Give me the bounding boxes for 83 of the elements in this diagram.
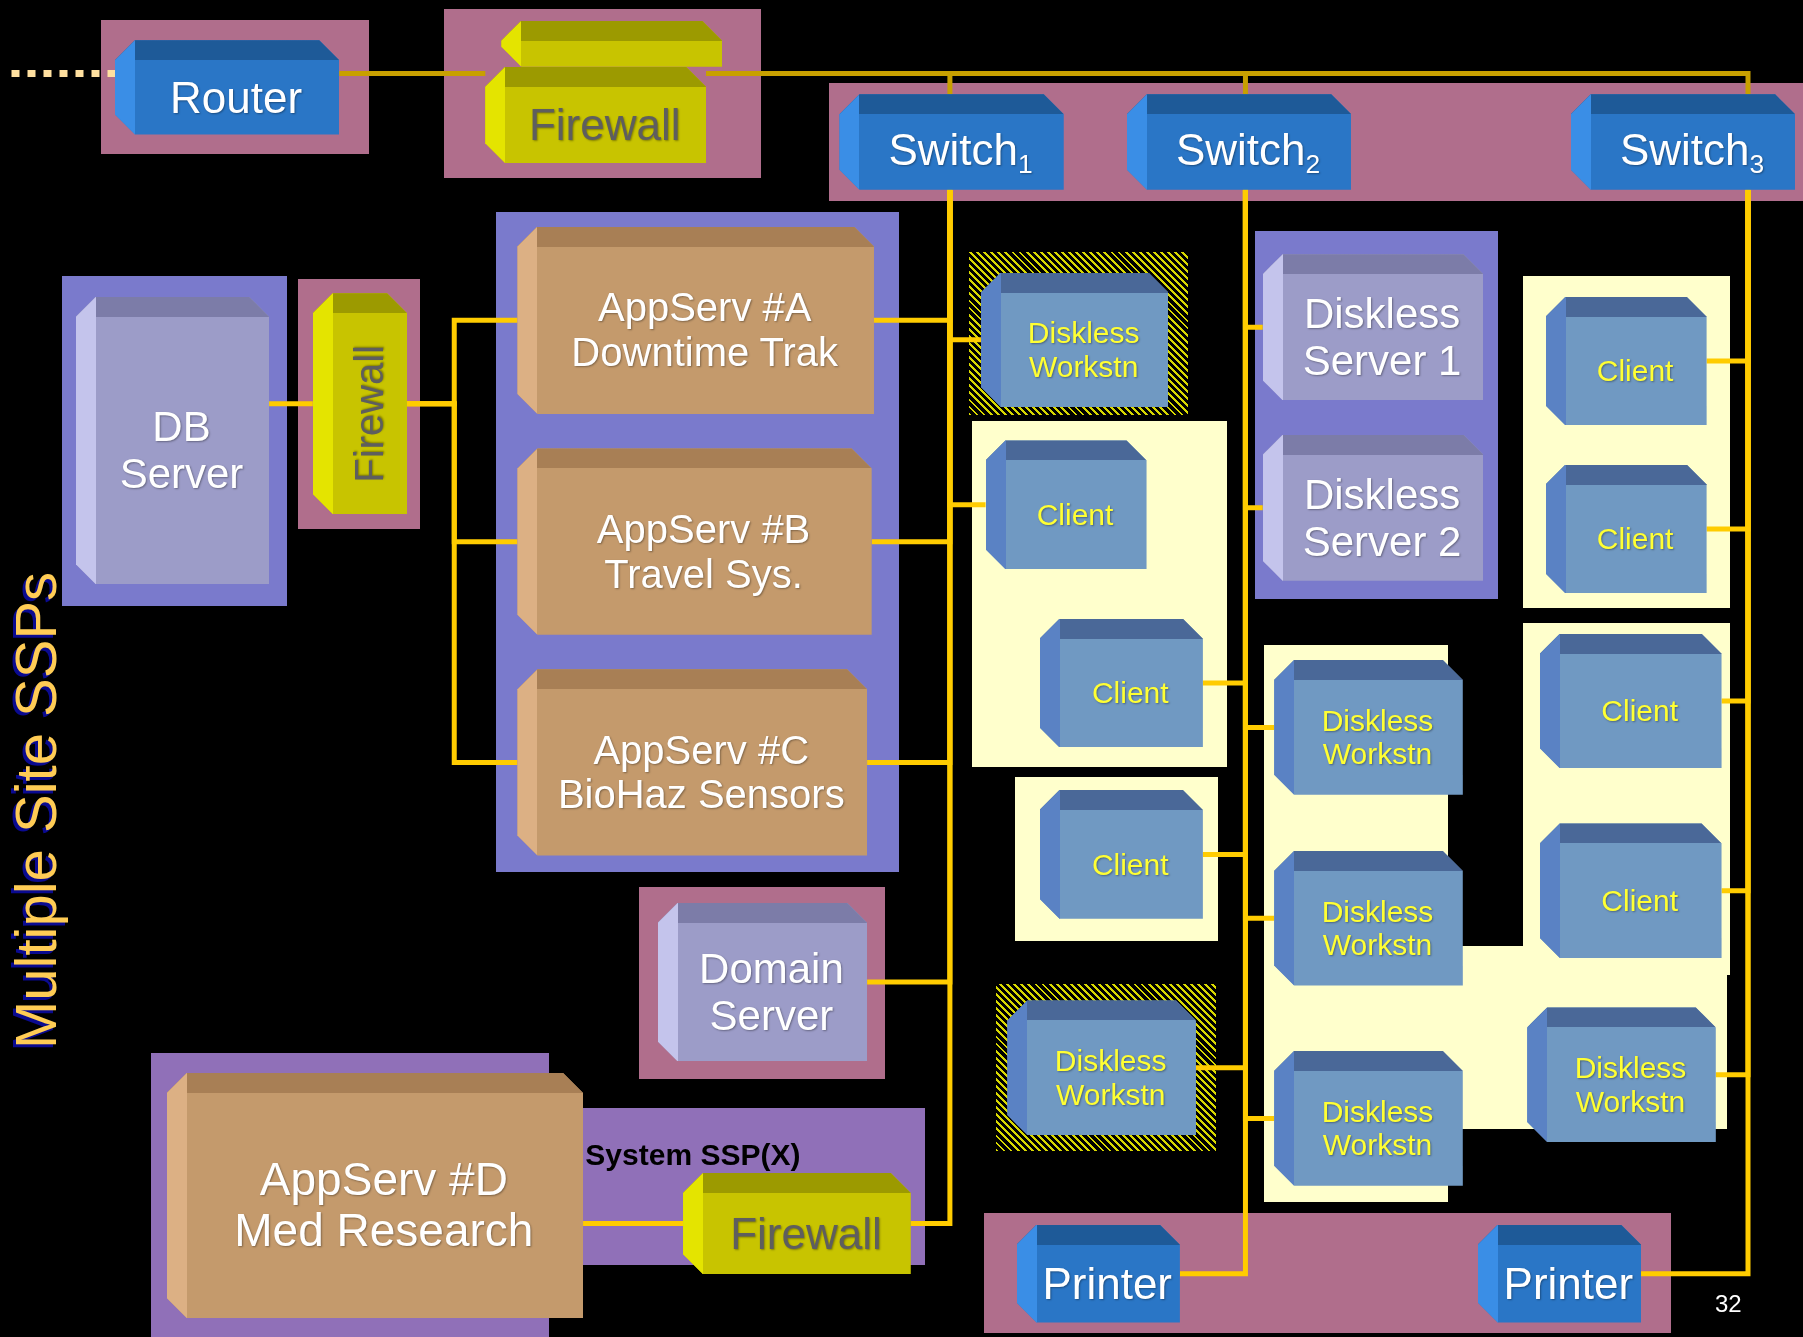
dotted-line: [11, 70, 115, 78]
app-server-box: [517, 448, 872, 635]
client-box: [985, 440, 1147, 570]
box-label: Firewall: [730, 1208, 882, 1259]
printer-box: [1477, 1224, 1642, 1323]
box-label: Diskless Workstn: [1053, 1044, 1168, 1112]
router-box: [115, 40, 340, 135]
connector-line: [269, 401, 313, 407]
hatched-panel: [969, 251, 1188, 416]
firewall-box: [501, 20, 723, 67]
box-label: Firewall: [528, 100, 681, 150]
server-box: [657, 902, 868, 1062]
page-number: 32: [1715, 1290, 1742, 1318]
box-label: AppServ #B Travel Sys.: [595, 506, 812, 597]
server-box: [75, 296, 270, 585]
box-label: AppServ #C BioHaz Sensors: [556, 727, 846, 818]
l-shaped-panel: [150, 1053, 925, 1337]
box-label: Switch$_{3}$: [1619, 124, 1765, 180]
group-panel: [495, 211, 900, 872]
box-label: Switch$_{2}$: [1175, 124, 1321, 180]
hatched-panel: [995, 984, 1216, 1152]
group-panel: [984, 1213, 1671, 1333]
box-label: Diskless Server 2: [1301, 470, 1463, 565]
printer-box: [1016, 1224, 1180, 1323]
box-label: Client: [1596, 522, 1674, 556]
server-box: [1262, 434, 1484, 581]
box-label: Router: [170, 72, 303, 122]
box-label: Client: [1601, 883, 1679, 918]
firewall-box: [312, 293, 408, 515]
box-label: Client: [1596, 354, 1674, 388]
group-panel: [297, 279, 420, 529]
client-box: [1545, 296, 1707, 426]
client-box: [1539, 823, 1722, 958]
client-box: [1039, 618, 1203, 748]
box-label: Domain Server: [698, 945, 845, 1040]
group-panel: [1522, 276, 1730, 609]
connector-line: [407, 401, 518, 765]
connector-line: [583, 1221, 684, 1227]
app-server-box: [517, 669, 868, 856]
workstation-box: [980, 272, 1169, 408]
box-label: DB Server: [118, 403, 245, 498]
workstation-box: [1274, 851, 1463, 986]
switch-box: [839, 94, 1064, 190]
box-label: Diskless Workstn: [1320, 894, 1435, 962]
box-label: Client: [1091, 676, 1169, 710]
box-label: Switch$_{1}$: [888, 124, 1033, 180]
box-label: Client: [1091, 847, 1169, 882]
group-panel: [829, 82, 1803, 202]
title: Multiple Site SSPs: [2, 570, 69, 1051]
box-label: Firewall: [346, 344, 392, 483]
box-label: Diskless Workstn: [1320, 1094, 1435, 1162]
box-label: Client: [1601, 694, 1679, 728]
workstation-box: [1007, 1000, 1196, 1136]
server-box: [1262, 254, 1484, 401]
group-panel: [1254, 231, 1499, 600]
client-box: [1545, 464, 1707, 594]
box-label: Diskless Workstn: [1026, 316, 1141, 384]
box-label: Printer: [1503, 1259, 1634, 1309]
connector-line: [339, 71, 486, 77]
panel-label: System SSP(X): [585, 1138, 801, 1173]
box-label: Client: [1036, 498, 1114, 532]
box-label: AppServ #D Med Research: [233, 1153, 535, 1257]
box-label: AppServ #A Downtime Trak: [570, 285, 840, 376]
client-box: [1039, 790, 1203, 919]
workstation-box: [1527, 1007, 1716, 1142]
client-box: [1539, 633, 1722, 769]
workstation-box: [1274, 1051, 1463, 1186]
firewall-box: [683, 1173, 911, 1275]
box-label: Diskless Workstn: [1573, 1051, 1688, 1119]
workstation-box: [1274, 660, 1463, 795]
switch-box: [1127, 94, 1352, 190]
box-label: Diskless Server 1: [1301, 290, 1463, 385]
firewall-box: [485, 66, 707, 164]
box-label: Printer: [1042, 1259, 1172, 1309]
group-panel: [971, 420, 1228, 768]
app-server-box: [166, 1072, 584, 1318]
group-panel: [101, 19, 370, 155]
group-panel: [443, 9, 762, 179]
app-server-box: [517, 226, 874, 414]
switch-box: [1570, 94, 1796, 190]
group-panel: [1015, 777, 1218, 941]
group-panel: [62, 276, 288, 607]
box-label: Diskless Workstn: [1320, 703, 1435, 771]
